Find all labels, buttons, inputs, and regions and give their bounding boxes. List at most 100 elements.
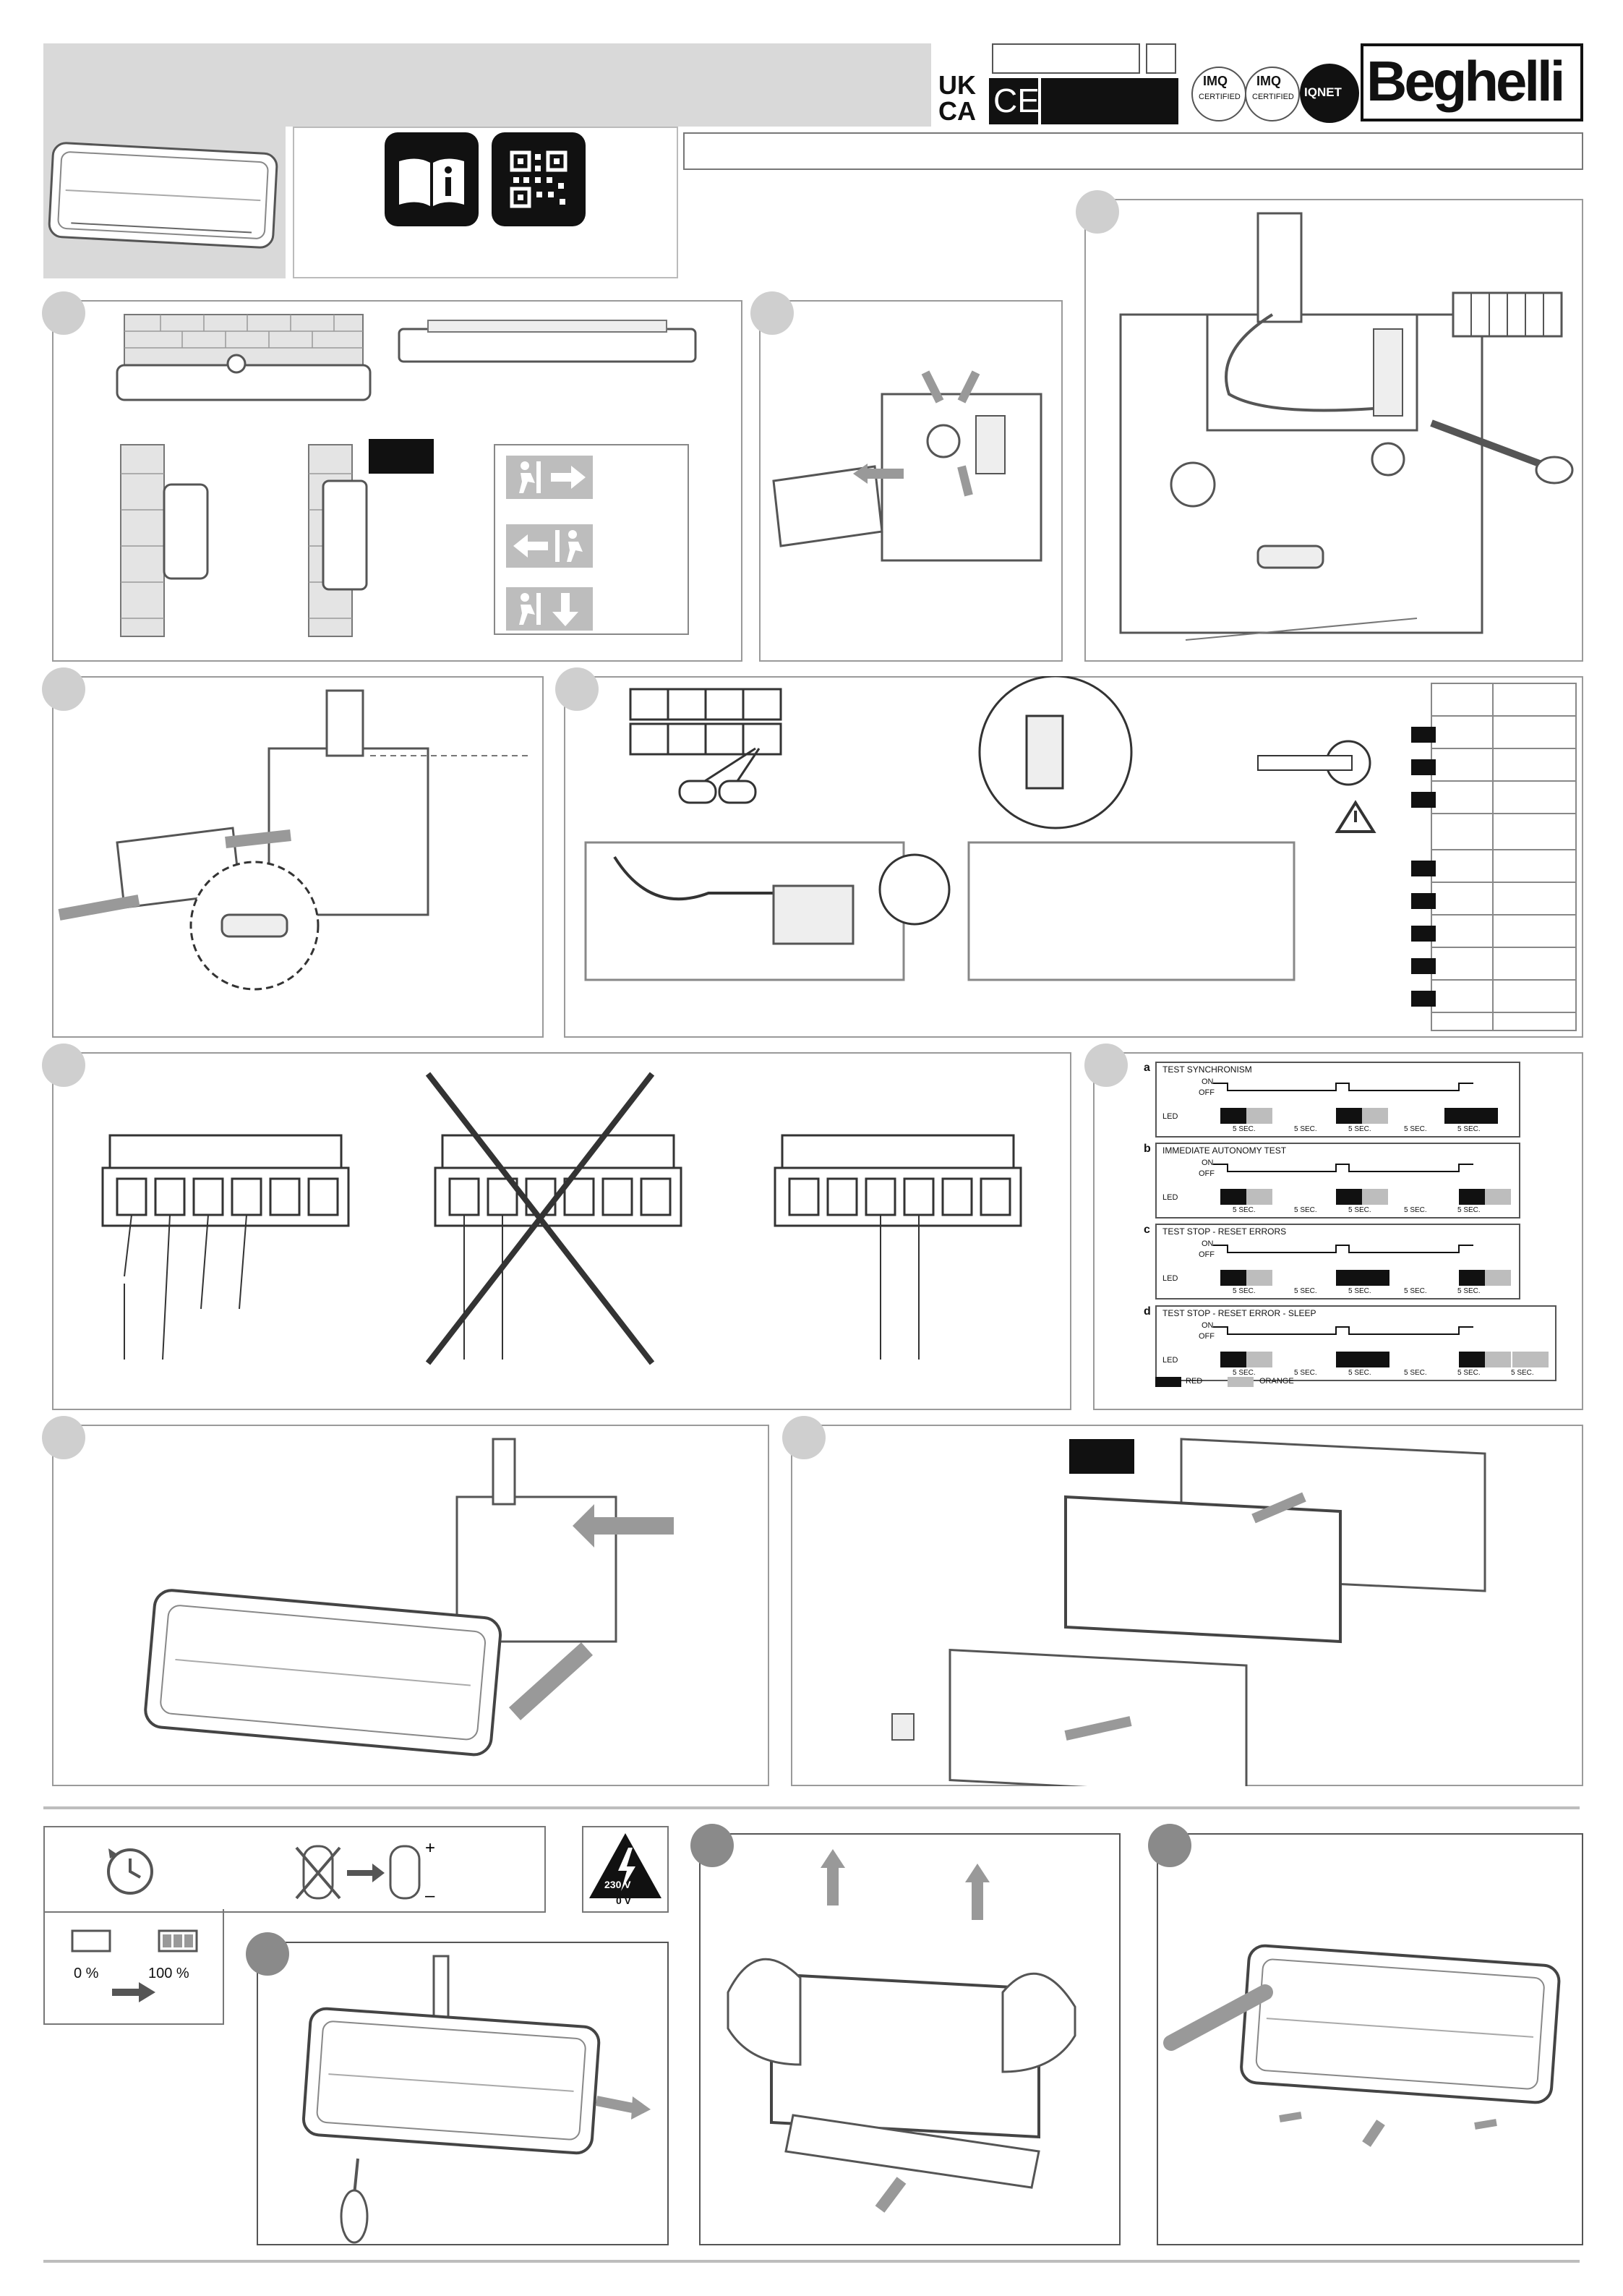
- legend-red: RED: [1186, 1377, 1203, 1386]
- section-divider-bottom: [43, 2260, 1580, 2263]
- timing-sec-d-3: 5 SEC.: [1348, 1369, 1371, 1377]
- timing-led-a: LED: [1162, 1112, 1178, 1121]
- timing-panel-d: [1155, 1305, 1556, 1381]
- qr-code-glyph: [510, 150, 568, 208]
- timing-on-d: ON: [1202, 1321, 1214, 1330]
- panel-battery-charge: [43, 1909, 224, 2025]
- title-bar: [683, 132, 1583, 170]
- step-circle: [690, 1824, 734, 1867]
- timing-sec-c-3: 5 SEC.: [1348, 1287, 1371, 1295]
- high-voltage-icon: [589, 1833, 661, 1898]
- timing-off-d: OFF: [1199, 1332, 1215, 1341]
- iqnet-cert: [1300, 64, 1359, 123]
- manual-icon-glyph: [399, 158, 464, 206]
- icon-box: [293, 127, 678, 278]
- timing-sec-d-4: 5 SEC.: [1404, 1369, 1427, 1377]
- timing-sec-b-5: 5 SEC.: [1457, 1206, 1481, 1214]
- svg-text:+: +: [425, 1838, 435, 1858]
- high-voltage-box: [582, 1826, 669, 1913]
- timing-title-a: TEST SYNCHRONISM: [1162, 1064, 1252, 1075]
- step-circle: [1148, 1824, 1191, 1867]
- timing-sec-c-1: 5 SEC.: [1233, 1287, 1256, 1295]
- timing-letter-a: a: [1144, 1062, 1150, 1074]
- imq-cert-2-sub: CERTIFIED: [1252, 93, 1294, 101]
- fixture-assembly-illustration: [891, 1438, 1486, 1786]
- timing-sec-d-5: 5 SEC.: [1457, 1369, 1481, 1377]
- timing-title-b: IMMEDIATE AUTONOMY TEST: [1162, 1145, 1287, 1156]
- timing-sec-a-5: 5 SEC.: [1457, 1125, 1481, 1133]
- fixture-mount-illustration: [144, 1438, 674, 1757]
- beghelli-logo: Beghelli: [1366, 49, 1565, 113]
- timing-waveforms: [1155, 1083, 1549, 1387]
- step-circle: [750, 291, 794, 335]
- timing-on-c: ON: [1202, 1239, 1214, 1248]
- timing-sec-d-2: 5 SEC.: [1294, 1369, 1317, 1377]
- timing-led-b: LED: [1162, 1193, 1178, 1202]
- header-grey-band: [43, 43, 931, 127]
- step-circle: [42, 1044, 85, 1087]
- battery-replace-icon: + –: [295, 1838, 435, 1905]
- step-circle: [1084, 1044, 1128, 1087]
- timing-sec-b-1: 5 SEC.: [1233, 1206, 1256, 1214]
- iqnet-cert-name: IQNET: [1304, 85, 1342, 99]
- step-circle: [42, 291, 85, 335]
- imq-cert-2: [1245, 67, 1300, 121]
- ce-mark: CE: [993, 82, 1040, 119]
- timer-icon: [107, 1848, 153, 1895]
- svg-text:–: –: [425, 1886, 435, 1905]
- panel-maintenance-info: [43, 1826, 546, 1913]
- timing-sec-b-3: 5 SEC.: [1348, 1206, 1371, 1214]
- imq-cert-2-name: IMQ: [1256, 74, 1281, 88]
- beghelli-logo-box: [1361, 43, 1583, 121]
- legend-orange: ORANGE: [1259, 1377, 1294, 1386]
- battery-charge-icon: [71, 1929, 198, 1953]
- code-checkbox: [1146, 43, 1176, 74]
- timing-sec-a-1: 5 SEC.: [1233, 1125, 1256, 1133]
- timing-on-a: ON: [1202, 1077, 1214, 1086]
- timing-sec-a-3: 5 SEC.: [1348, 1125, 1371, 1133]
- step-circle: [555, 667, 599, 711]
- timing-off-a: OFF: [1199, 1088, 1215, 1097]
- timing-led-d: LED: [1162, 1356, 1178, 1365]
- running-man-down-arrow: [506, 587, 593, 631]
- product-thumb-illustration: [48, 142, 278, 249]
- timing-sec-a-4: 5 SEC.: [1404, 1125, 1427, 1133]
- cover-fitting-illustration: [58, 689, 529, 991]
- timing-sec-a-2: 5 SEC.: [1294, 1125, 1317, 1133]
- ukca-mark-bottom: CA: [938, 96, 976, 126]
- timing-off-c: OFF: [1199, 1250, 1215, 1259]
- timing-letter-b: b: [1144, 1143, 1151, 1155]
- timing-letter-c: c: [1144, 1224, 1150, 1236]
- diffuser-removal-illustration: [727, 1849, 1076, 2213]
- timing-on-b: ON: [1202, 1158, 1214, 1167]
- imq-cert-1-sub: CERTIFIED: [1199, 93, 1241, 101]
- imq-cert-1-name: IMQ: [1203, 74, 1228, 88]
- timing-panel-a: [1155, 1062, 1520, 1138]
- timing-sec-c-5: 5 SEC.: [1457, 1287, 1481, 1295]
- timing-sec-c-2: 5 SEC.: [1294, 1287, 1317, 1295]
- timing-letter-d: d: [1144, 1305, 1151, 1318]
- left-arrow-running-man: [506, 524, 593, 568]
- step-circle: [246, 1932, 289, 1976]
- timing-sec-d-1: 5 SEC.: [1233, 1369, 1256, 1377]
- mounting-illustration: [116, 314, 697, 637]
- timing-led-c: LED: [1162, 1274, 1178, 1283]
- black-code-box: [1041, 78, 1178, 124]
- step-circle: [42, 667, 85, 711]
- diffuser-release-illustration: [1163, 1944, 1561, 2147]
- step-circle: [42, 1416, 85, 1459]
- timing-title-c: TEST STOP - RESET ERRORS: [1162, 1226, 1287, 1237]
- timing-sec-b-4: 5 SEC.: [1404, 1206, 1427, 1214]
- wiring-illustration: [1119, 212, 1574, 641]
- base-open-illustration: [772, 370, 1042, 562]
- ukca-mark-top: UK: [938, 70, 976, 100]
- timing-sec-c-4: 5 SEC.: [1404, 1287, 1427, 1295]
- terminals-illustration: [101, 1072, 1022, 1365]
- timing-sec-b-2: 5 SEC.: [1294, 1206, 1317, 1214]
- timing-panel-b: [1155, 1143, 1520, 1219]
- voltage-230-label: 230 V: [604, 1879, 631, 1890]
- code-field: [992, 43, 1140, 74]
- arrow-right-icon: [112, 1982, 155, 2002]
- ce-mark-box: [989, 78, 1038, 124]
- timing-sec-d-6: 5 SEC.: [1511, 1369, 1534, 1377]
